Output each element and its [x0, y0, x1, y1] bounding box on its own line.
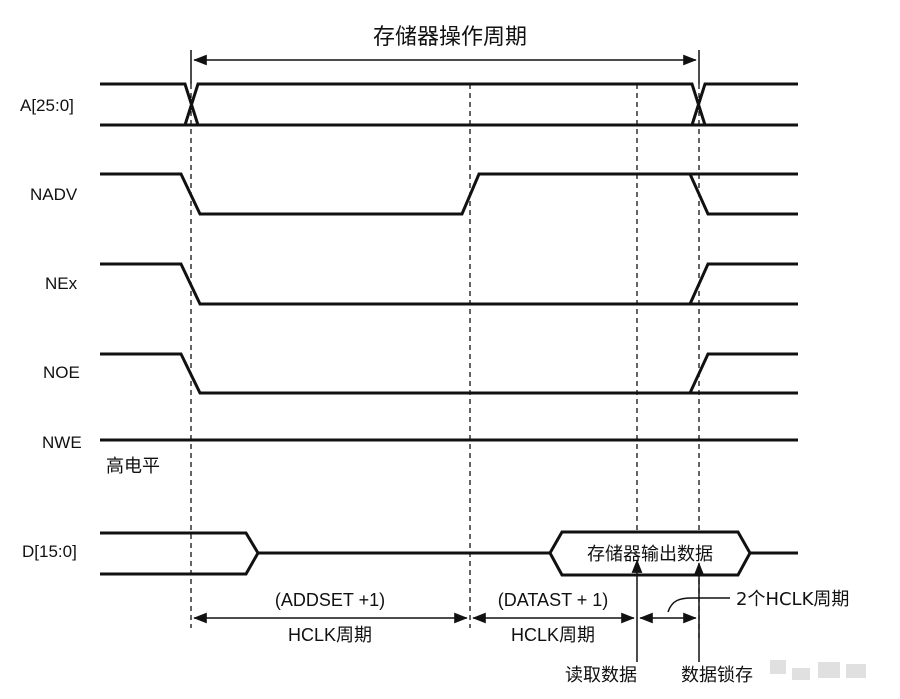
signal-label-nwe: NWE	[42, 433, 82, 452]
datast-hclk-label: HCLK周期	[511, 625, 595, 645]
signal-label-noe: NOE	[43, 363, 80, 382]
nadv-waveform	[100, 172, 798, 216]
data-bus-initial	[100, 531, 260, 576]
addset-hclk-label: HCLK周期	[288, 625, 372, 645]
read-data-label: 读取数据	[565, 665, 637, 686]
datast-label: (DATAST + 1)	[498, 590, 609, 610]
data-latch-label: 数据锁存	[681, 665, 753, 686]
noe-waveform	[100, 352, 798, 395]
signal-label-data: D[15:0]	[22, 542, 77, 561]
nwe-high-level-note: 高电平	[106, 456, 160, 477]
signal-label-nadv: NADV	[30, 185, 78, 204]
signal-label-nex: NEx	[45, 274, 78, 293]
nex-waveform	[100, 262, 798, 306]
diagram-title: 存储器操作周期	[373, 25, 527, 50]
latch-hclk-note: 2个HCLK周期	[736, 589, 849, 610]
addset-label: (ADDSET +1)	[275, 590, 385, 610]
signal-label-addr: A[25:0]	[20, 96, 74, 115]
watermark-logo	[770, 660, 866, 680]
data-output-label: 存储器输出数据	[587, 544, 713, 565]
latch-note-leader	[667, 597, 730, 613]
addr-waveform	[100, 82, 798, 127]
